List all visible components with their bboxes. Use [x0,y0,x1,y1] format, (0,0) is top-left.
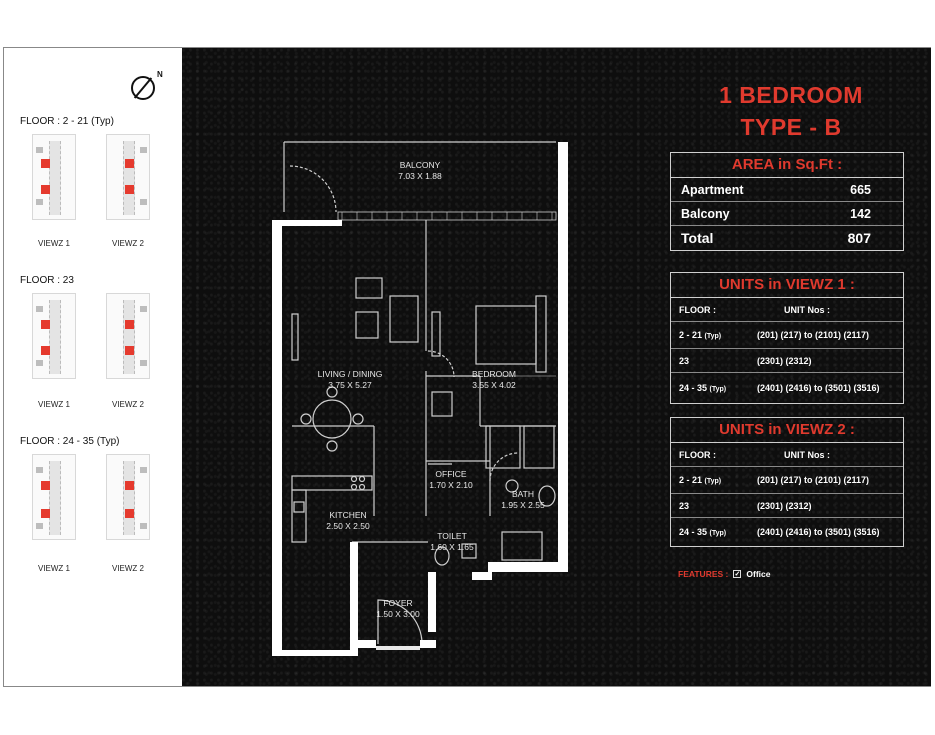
units-table-row: 2 - 21 (Typ) (201) (217) to (2101) (2117… [671,467,903,494]
key-plan-floor-label: FLOOR : 23 [20,275,74,286]
unit-location-marker [125,185,134,194]
floor-range: 24 - 35 [679,383,708,393]
room-name-foyer: FOYER [383,598,412,608]
room-name-bedroom: BEDROOM [472,369,516,379]
key-plan-viewz2 [106,454,150,540]
units-table-row: 23 (2301) (2312) [671,494,903,518]
area-heading: AREA in Sq.Ft : [671,153,903,178]
units-table-row: 24 - 35 (Typ) (2401) (2416) to (3501) (3… [671,373,903,403]
unit-location-marker [41,346,50,355]
room-size-kitchen: 2.50 X 2.50 [326,521,370,531]
key-plan-panel: N FLOOR : 2 - 21 (Typ) VIEWZ 1 VIEWZ 2 F… [4,48,182,686]
floor-range: 24 - 35 [679,527,708,537]
units-table-row: 23 (2301) (2312) [671,349,903,373]
unit-numbers: (2301) (2312) [757,500,812,511]
key-plan-viewz1 [32,293,76,379]
unit-location-marker [125,481,134,490]
room-name-balcony: BALCONY [400,160,441,170]
room-name-toilet: TOILET [437,531,467,541]
floor-range: 2 - 21 [679,475,703,485]
unit-location-marker [125,346,134,355]
viewz2-label: VIEWZ 2 [111,400,144,409]
key-plan-floor-label: FLOOR : 24 - 35 (Typ) [20,436,120,447]
units-table-header: FLOOR : UNIT Nos : [671,443,903,467]
key-plan-viewz2 [106,293,150,379]
area-label: Total [681,230,714,246]
room-size-toilet: 1.60 X 1.65 [430,542,474,552]
floor-range: 2 - 21 [679,330,703,340]
floor-range: 23 [679,500,690,511]
area-value: 807 [847,230,871,246]
unit-numbers: (2301) (2312) [757,355,812,366]
key-plan-floor-label: FLOOR : 2 - 21 (Typ) [20,116,114,127]
checkbox-checked-icon: ✓ [733,570,742,578]
unit-nos-header: UNIT Nos : [784,304,830,315]
key-plan-viewz1 [32,454,76,540]
room-size-office: 1.70 X 2.10 [429,480,473,490]
area-label: Apartment [681,182,744,197]
unit-nos-header: UNIT Nos : [784,449,830,460]
room-name-office: OFFICE [435,469,466,479]
viewz1-label: VIEWZ 1 [37,564,70,573]
viewz1-label: VIEWZ 1 [37,400,70,409]
room-name-kitchen: KITCHEN [329,510,366,520]
unit-location-marker [125,320,134,329]
key-plan-viewz2 [106,134,150,220]
room-size-bedroom: 3.55 X 4.02 [472,380,516,390]
units-table-header: FLOOR : UNIT Nos : [671,298,903,322]
features-label: FEATURES : [678,569,729,579]
area-box: AREA in Sq.Ft : Apartment 665 Balcony 14… [670,152,904,251]
floor-header: FLOOR : [679,449,716,460]
floor-plan: BALCONY 7.03 X 1.88 LIVING / DINING 3.75… [272,141,568,656]
features-line: FEATURES : ✓ Office [678,569,770,579]
floor-note: (Typ) [704,478,722,485]
area-row-total: Total 807 [671,226,903,250]
unit-numbers: (201) (217) to (2101) (2117) [757,330,870,340]
compass-icon [131,76,155,100]
key-plan-viewz1 [32,134,76,220]
area-value: 142 [850,206,871,221]
floor-note: (Typ) [704,333,722,340]
brochure-sheet: N FLOOR : 2 - 21 (Typ) VIEWZ 1 VIEWZ 2 F… [3,47,931,687]
unit-location-marker [125,509,134,518]
units-viewz2-heading: UNITS in VIEWZ 2 : [671,418,903,443]
viewz2-label: VIEWZ 2 [111,239,144,248]
units-viewz1-heading: UNITS in VIEWZ 1 : [671,273,903,298]
floor-note: (Typ) [709,386,727,393]
unit-location-marker [41,509,50,518]
units-viewz1-box: UNITS in VIEWZ 1 : FLOOR : UNIT Nos : 2 … [670,272,904,404]
floor-header: FLOOR : [679,304,716,315]
unit-title: 1 BEDROOM [719,82,863,108]
unit-location-marker [41,320,50,329]
compass-north-label: N [157,70,163,79]
viewz2-label: VIEWZ 2 [111,564,144,573]
floor-note: (Typ) [709,530,727,537]
feature-item: Office [746,569,771,579]
room-name-bath: BATH [512,489,534,499]
viewz1-label: VIEWZ 1 [37,239,70,248]
unit-numbers: (201) (217) to (2101) (2117) [757,475,870,485]
unit-numbers: (2401) (2416) to (3501) (3516) [757,383,880,393]
area-row-balcony: Balcony 142 [671,202,903,226]
unit-location-marker [125,159,134,168]
room-size-living: 3.75 X 5.27 [328,380,372,390]
unit-location-marker [41,185,50,194]
units-table-row: 24 - 35 (Typ) (2401) (2416) to (3501) (3… [671,518,903,546]
units-table-row: 2 - 21 (Typ) (201) (217) to (2101) (2117… [671,322,903,349]
main-panel: BALCONY 7.03 X 1.88 LIVING / DINING 3.75… [182,48,931,686]
unit-location-marker [41,159,50,168]
area-row-apartment: Apartment 665 [671,178,903,202]
room-size-bath: 1.95 X 2.55 [501,500,545,510]
room-name-living: LIVING / DINING [318,369,383,379]
area-value: 665 [850,182,871,197]
floor-range: 23 [679,355,690,366]
units-viewz2-box: UNITS in VIEWZ 2 : FLOOR : UNIT Nos : 2 … [670,417,904,547]
unit-type: TYPE - B [740,114,842,140]
room-size-foyer: 1.50 X 3.00 [376,609,420,619]
unit-location-marker [41,481,50,490]
room-size-balcony: 7.03 X 1.88 [398,171,442,181]
unit-numbers: (2401) (2416) to (3501) (3516) [757,527,880,537]
area-label: Balcony [681,206,730,221]
